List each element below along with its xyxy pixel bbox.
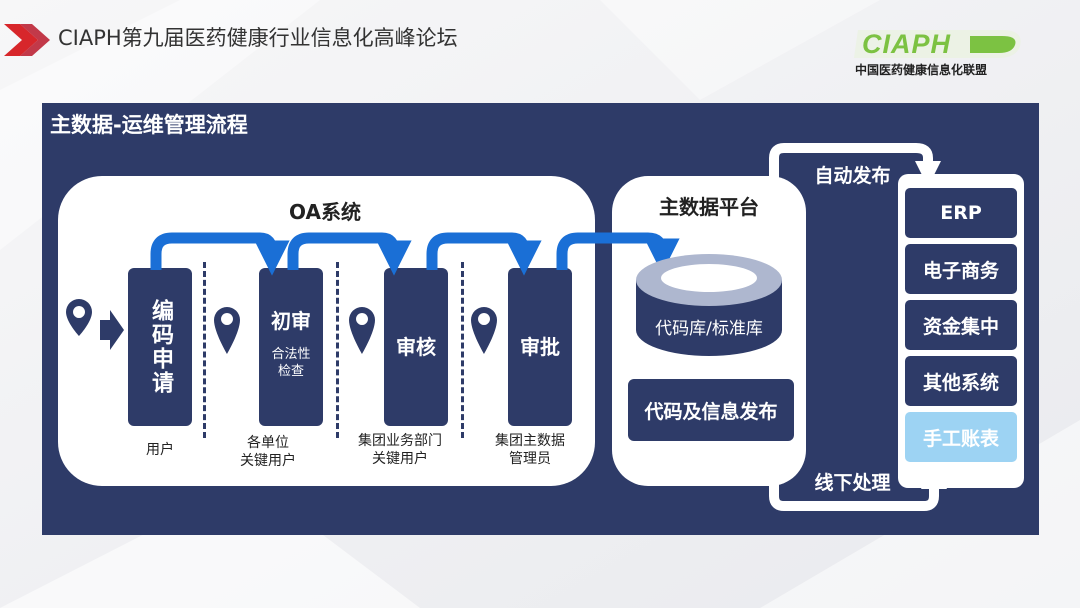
step-label: 初审	[271, 309, 311, 333]
divider	[461, 262, 464, 438]
step-label: 审批	[520, 335, 560, 359]
platform-title: 主数据平台	[659, 195, 759, 219]
divider	[336, 262, 339, 438]
caption-business-key-users: 集团业务部门 关键用户	[358, 433, 442, 467]
step-sublabel: 合法性检查	[271, 347, 311, 379]
divider	[203, 262, 206, 438]
step-initial-review: 初审 合法性检查	[259, 268, 323, 426]
system-fund-centralization: 资金集中	[905, 300, 1017, 350]
step-approval: 审批	[508, 268, 572, 426]
step-review: 审核	[384, 268, 448, 426]
offline-process-label: 线下处理	[814, 472, 891, 494]
caption-unit-key-users: 各单位 关键用户	[240, 435, 296, 469]
logo-subtitle: 中国医药健康信息化联盟	[855, 63, 988, 77]
slide-title: CIAPH第九届医药健康行业信息化高峰论坛	[58, 26, 458, 50]
header-chevron-icon	[4, 24, 50, 56]
caption-user: 用户	[146, 442, 174, 458]
system-ecommerce: 电子商务	[905, 244, 1017, 294]
system-manual-ledger: 手工账表	[905, 412, 1017, 462]
svg-text:CIAPH: CIAPH	[862, 29, 951, 59]
database-label: 代码库/标准库	[655, 319, 763, 339]
ciaph-logo: CIAPH	[854, 29, 1021, 59]
publish-button: 代码及信息发布	[628, 379, 794, 441]
step-code-application: 编码申请	[128, 268, 192, 426]
caption-master-data-admin: 集团主数据 管理员	[495, 433, 565, 467]
system-other: 其他系统	[905, 356, 1017, 406]
system-erp: ERP	[905, 188, 1017, 238]
step-label: 编码申请	[148, 299, 173, 395]
panel-title: 主数据-运维管理流程	[50, 113, 248, 137]
auto-publish-label: 自动发布	[814, 165, 891, 187]
step-label: 审核	[396, 335, 436, 359]
oa-system-title: OA系统	[289, 200, 361, 224]
